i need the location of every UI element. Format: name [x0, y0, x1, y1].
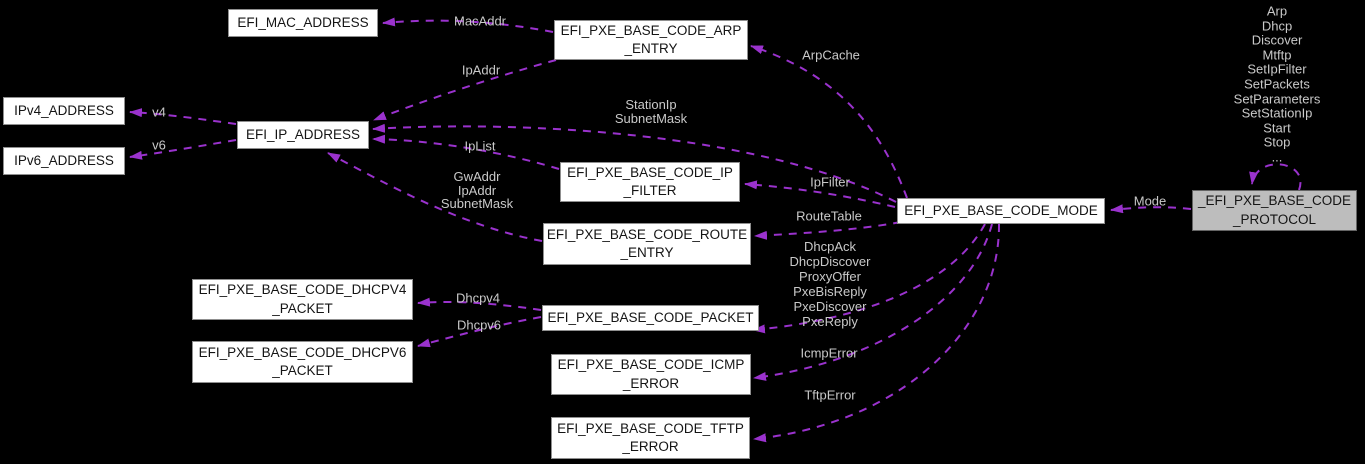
edge-protocol-to-mode: [1110, 204, 1192, 214]
edge-ip-to-ipv4: [129, 108, 237, 125]
node-label: EFI_PXE_BASE_CODE_DHCPV6 _PACKET: [198, 344, 407, 379]
edge-label-v4: v4: [152, 104, 166, 120]
node-packet[interactable]: EFI_PXE_BASE_CODE_PACKET: [542, 305, 759, 331]
edge-label-ipfilter: IpFilter: [810, 174, 850, 190]
edge-label-mode: Mode: [1133, 193, 1167, 209]
edge-label-arpcache: ArpCache: [802, 47, 860, 63]
edge-label-routetable: RouteTable: [796, 208, 862, 224]
edge-label-icmperror: IcmpError: [800, 345, 858, 361]
edge-label-packet-fields: DhcpAck DhcpDiscover ProxyOffer PxeBisRe…: [789, 239, 871, 329]
node-dhcpv4-packet[interactable]: EFI_PXE_BASE_CODE_DHCPV4 _PACKET: [192, 279, 413, 320]
edge-mode-to-arp: [750, 45, 908, 199]
node-label: IPv6_ADDRESS: [14, 152, 114, 168]
edge-label-ipaddr: IpAddr: [461, 62, 501, 78]
edge-label-iplist: IpList: [464, 138, 496, 154]
edge-label-gwaddr-ipaddr-subnetmask: GwAddr IpAddr SubnetMask: [440, 168, 514, 211]
node-label: EFI_PXE_BASE_CODE_IP _FILTER: [567, 164, 733, 199]
edge-mode-to-tftp: [753, 223, 1001, 443]
node-label: IPv4_ADDRESS: [14, 102, 114, 118]
edge-arp-to-ip: [373, 59, 557, 121]
node-efi-mac-address[interactable]: EFI_MAC_ADDRESS: [228, 9, 378, 37]
edge-route-to-ip: [327, 152, 543, 242]
edge-label-tftperror: TftpError: [804, 387, 856, 403]
node-protocol-current: _EFI_PXE_BASE_CODE _PROTOCOL: [1192, 190, 1357, 231]
node-label: EFI_MAC_ADDRESS: [237, 14, 369, 30]
node-label: EFI_PXE_BASE_CODE_ARP _ENTRY: [560, 22, 742, 57]
edge-label-protocol-methods: Arp Dhcp Discover Mtftp SetIpFilter SetP…: [1233, 3, 1321, 165]
edge-label-dhcpv4: Dhcpv4: [455, 290, 501, 306]
node-label: EFI_PXE_BASE_CODE_PACKET: [547, 309, 754, 325]
edge-label-macaddr: MacAddr: [453, 13, 507, 29]
edge-filter-to-ip: [372, 134, 560, 170]
node-tftp-error[interactable]: EFI_PXE_BASE_CODE_TFTP _ERROR: [551, 417, 750, 459]
node-ipv6-address[interactable]: IPv6_ADDRESS: [3, 147, 125, 175]
node-label: EFI_PXE_BASE_CODE_MODE: [904, 202, 1098, 218]
node-label: EFI_PXE_BASE_CODE_DHCPV4 _PACKET: [198, 282, 407, 316]
node-label: EFI_IP_ADDRESS: [245, 126, 361, 142]
edge-mode-to-route: [754, 221, 902, 240]
edge-protocol-self-loop: [1249, 163, 1302, 191]
edge-label-dhcpv6: Dhcpv6: [456, 317, 502, 333]
edge-packet-to-dhcpv4: [417, 297, 542, 311]
node-route-entry[interactable]: EFI_PXE_BASE_CODE_ROUTE _ENTRY: [543, 223, 751, 265]
node-mode[interactable]: EFI_PXE_BASE_CODE_MODE: [897, 198, 1105, 224]
node-label: _EFI_PXE_BASE_CODE _PROTOCOL: [1197, 193, 1352, 227]
edge-label-v6: v6: [152, 137, 166, 153]
node-label: EFI_PXE_BASE_CODE_ROUTE _ENTRY: [546, 226, 748, 261]
node-dhcpv6-packet[interactable]: EFI_PXE_BASE_CODE_DHCPV6 _PACKET: [192, 341, 413, 383]
node-efi-ip-address[interactable]: EFI_IP_ADDRESS: [237, 121, 369, 149]
edge-ip-to-ipv6: [129, 139, 237, 160]
edge-mode-to-filter: [744, 180, 896, 208]
node-label: EFI_PXE_BASE_CODE_ICMP _ERROR: [557, 357, 745, 391]
edge-arp-to-mac: [382, 17, 554, 33]
edge-label-stationip-subnetmask: StationIp SubnetMask: [614, 97, 688, 126]
node-icmp-error[interactable]: EFI_PXE_BASE_CODE_ICMP _ERROR: [551, 354, 751, 395]
node-arp-entry[interactable]: EFI_PXE_BASE_CODE_ARP _ENTRY: [554, 20, 748, 60]
edge-mode-to-icmp: [753, 223, 993, 381]
node-label: EFI_PXE_BASE_CODE_TFTP _ERROR: [557, 420, 744, 455]
edge-packet-to-dhcpv6: [417, 316, 542, 348]
node-ipv4-address[interactable]: IPv4_ADDRESS: [3, 97, 125, 125]
node-ip-filter[interactable]: EFI_PXE_BASE_CODE_IP _FILTER: [560, 162, 740, 202]
edge-mode-to-ip: [372, 123, 897, 203]
